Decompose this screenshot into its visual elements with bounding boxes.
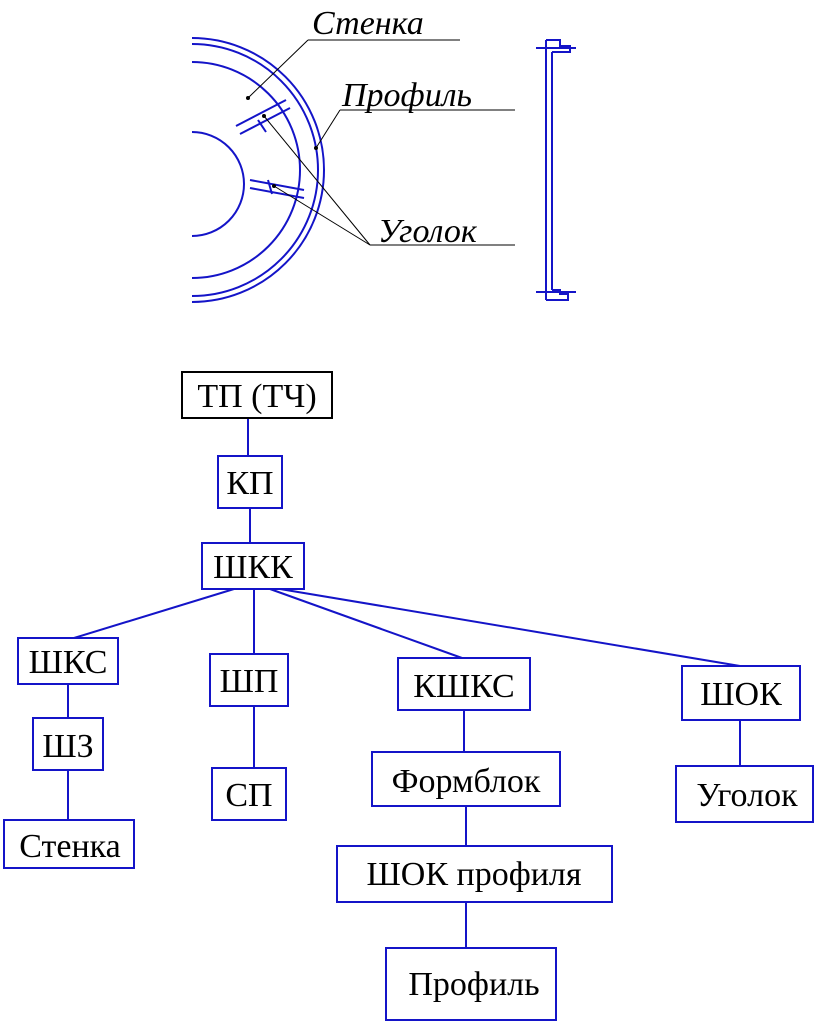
node-tp-label: ТП (ТЧ) xyxy=(197,378,316,415)
callout-angle-label: Уголок xyxy=(378,213,478,250)
node-shkk: ШКК xyxy=(201,542,305,590)
node-kshks: КШКС xyxy=(397,657,531,711)
ring-profile-arc xyxy=(191,61,301,279)
node-profil: Профиль xyxy=(385,947,557,1021)
node-ugolok: Уголок xyxy=(675,765,814,823)
angle-bracket-upper xyxy=(235,99,291,135)
node-stenka: Стенка xyxy=(3,819,135,869)
node-shz-label: ШЗ xyxy=(42,728,93,765)
tree-edges xyxy=(67,418,741,948)
ring-drawing: Стенка Профиль Уголок xyxy=(191,5,515,303)
callout-wall-label: Стенка xyxy=(312,5,424,42)
node-shok-profile-label: ШОК профиля xyxy=(366,856,581,893)
edge-shkk-shok xyxy=(279,588,741,667)
node-sp: СП xyxy=(211,767,287,821)
node-ugolok-label: Уголок xyxy=(696,777,798,814)
node-shkk-label: ШКК xyxy=(213,549,293,586)
callout-leaders xyxy=(246,39,515,246)
section-drawing xyxy=(536,39,576,301)
node-shz: ШЗ xyxy=(32,717,104,771)
node-shp: ШП xyxy=(209,653,289,707)
node-shks-label: ШКС xyxy=(29,644,108,681)
node-shp-label: ШП xyxy=(220,663,279,700)
angle-bracket-lower xyxy=(249,179,305,199)
node-formblok-label: Формблок xyxy=(392,763,541,800)
node-tp: ТП (ТЧ) xyxy=(181,371,333,419)
edge-shkk-kshks xyxy=(269,588,463,659)
node-kp: КП xyxy=(217,455,283,509)
ring-inner-arc xyxy=(191,131,245,237)
node-kshks-label: КШКС xyxy=(413,668,515,705)
node-kp-label: КП xyxy=(226,465,273,502)
edge-shkk-shks xyxy=(73,588,235,639)
callout-profile-label: Профиль xyxy=(341,77,472,114)
node-shok-profile: ШОК профиля xyxy=(336,845,613,903)
node-profil-label: Профиль xyxy=(408,966,539,1003)
ring-outer-arc-1 xyxy=(191,37,325,303)
node-shks: ШКС xyxy=(17,637,119,685)
node-shok-label: ШОК xyxy=(700,676,782,713)
node-sp-label: СП xyxy=(225,777,272,814)
ring-outer-arc-2 xyxy=(191,43,319,297)
node-shok: ШОК xyxy=(681,665,801,721)
tree-nodes: ТП (ТЧ) КП ШКК ШКС ШП КШКС ШОК ШЗ xyxy=(3,371,814,1021)
node-formblok: Формблок xyxy=(371,751,561,807)
node-stenka-label: Стенка xyxy=(19,828,120,865)
